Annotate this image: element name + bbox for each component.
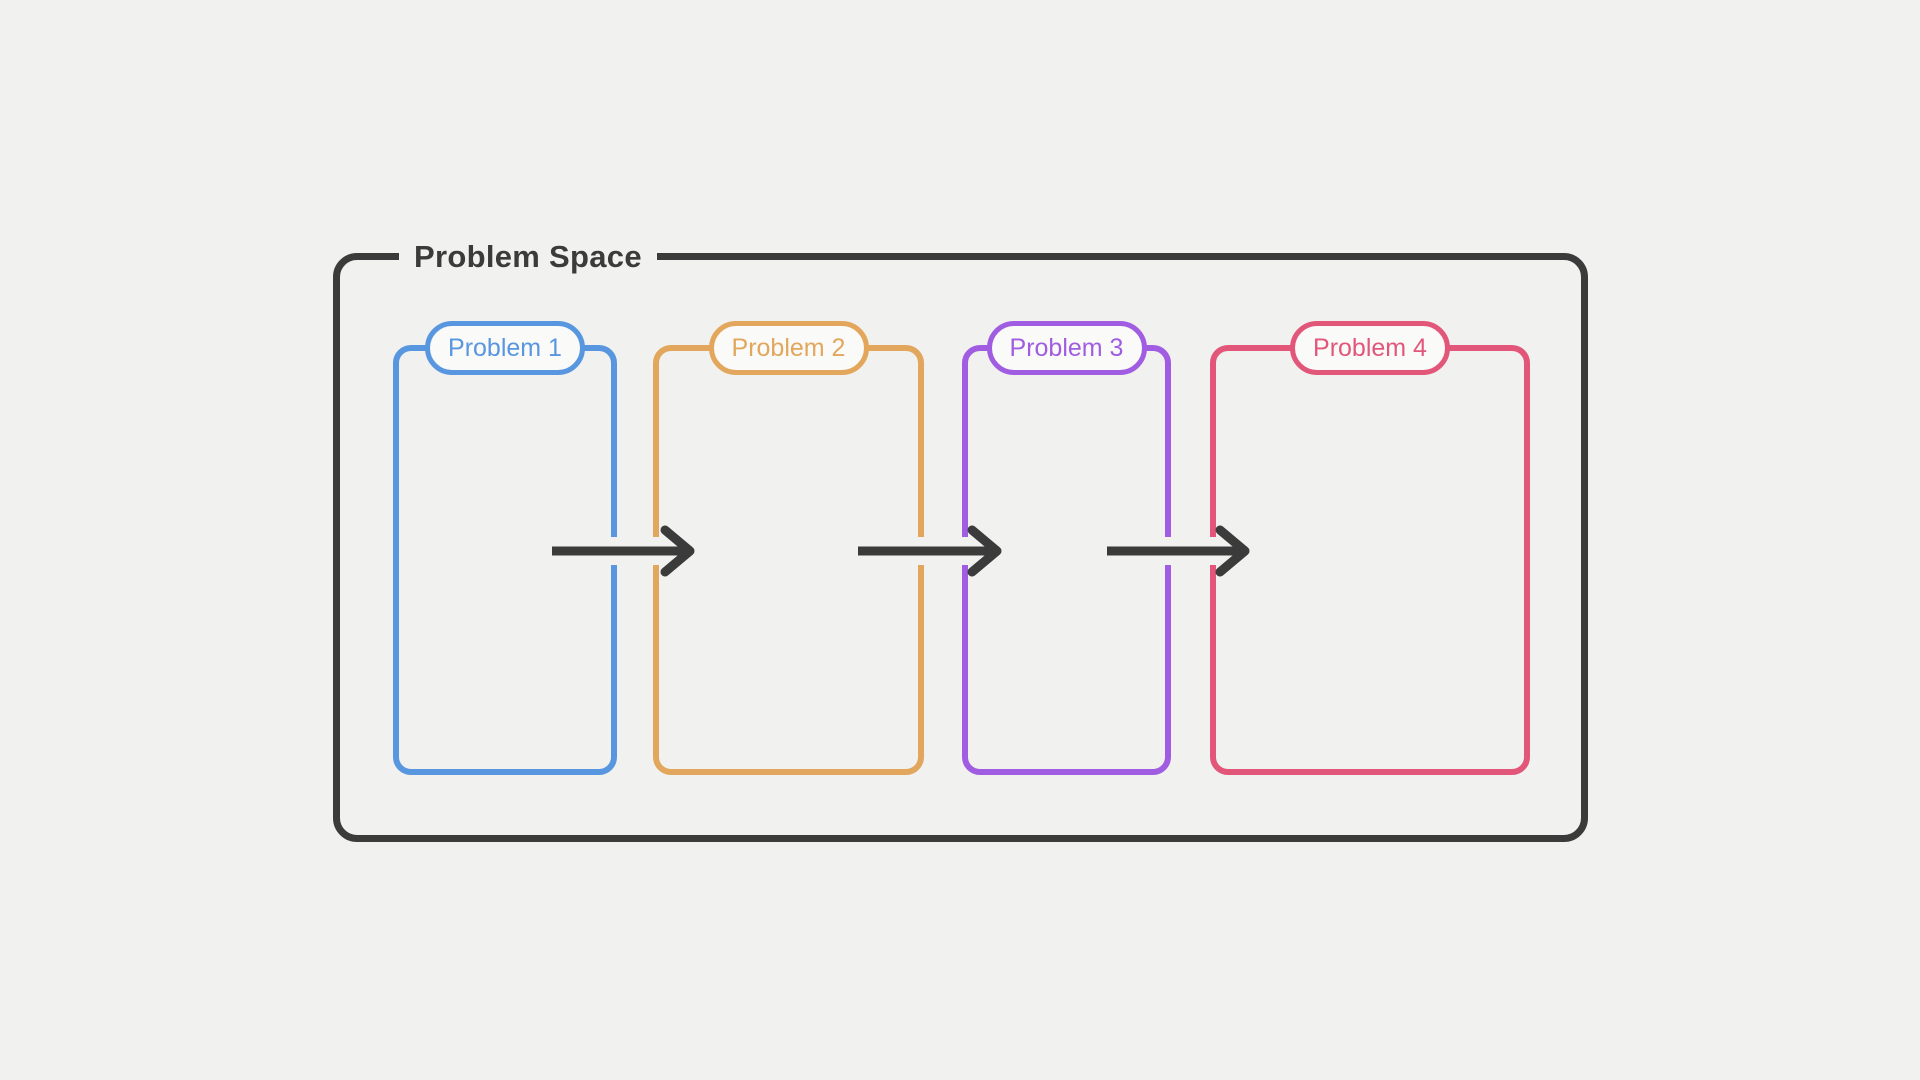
node-problem-1-pill: Problem 1 xyxy=(425,321,585,375)
node-label: Problem 3 xyxy=(1009,333,1124,362)
node-label: Problem 4 xyxy=(1313,333,1427,362)
node-problem-3: Problem 3 xyxy=(962,321,1171,775)
node-label: Problem 1 xyxy=(448,333,562,362)
node-problem-2-pill: Problem 2 xyxy=(708,321,869,375)
node-problem-4-pill: Problem 4 xyxy=(1290,321,1450,375)
problem-space-frame xyxy=(333,253,1588,842)
node-problem-1: Problem 1 xyxy=(393,321,617,775)
node-problem-3-pill: Problem 3 xyxy=(986,321,1147,375)
node-label: Problem 2 xyxy=(731,333,846,362)
node-problem-4: Problem 4 xyxy=(1210,321,1530,775)
node-problem-2: Problem 2 xyxy=(653,321,924,775)
problem-space-title: Problem Space xyxy=(399,239,657,275)
